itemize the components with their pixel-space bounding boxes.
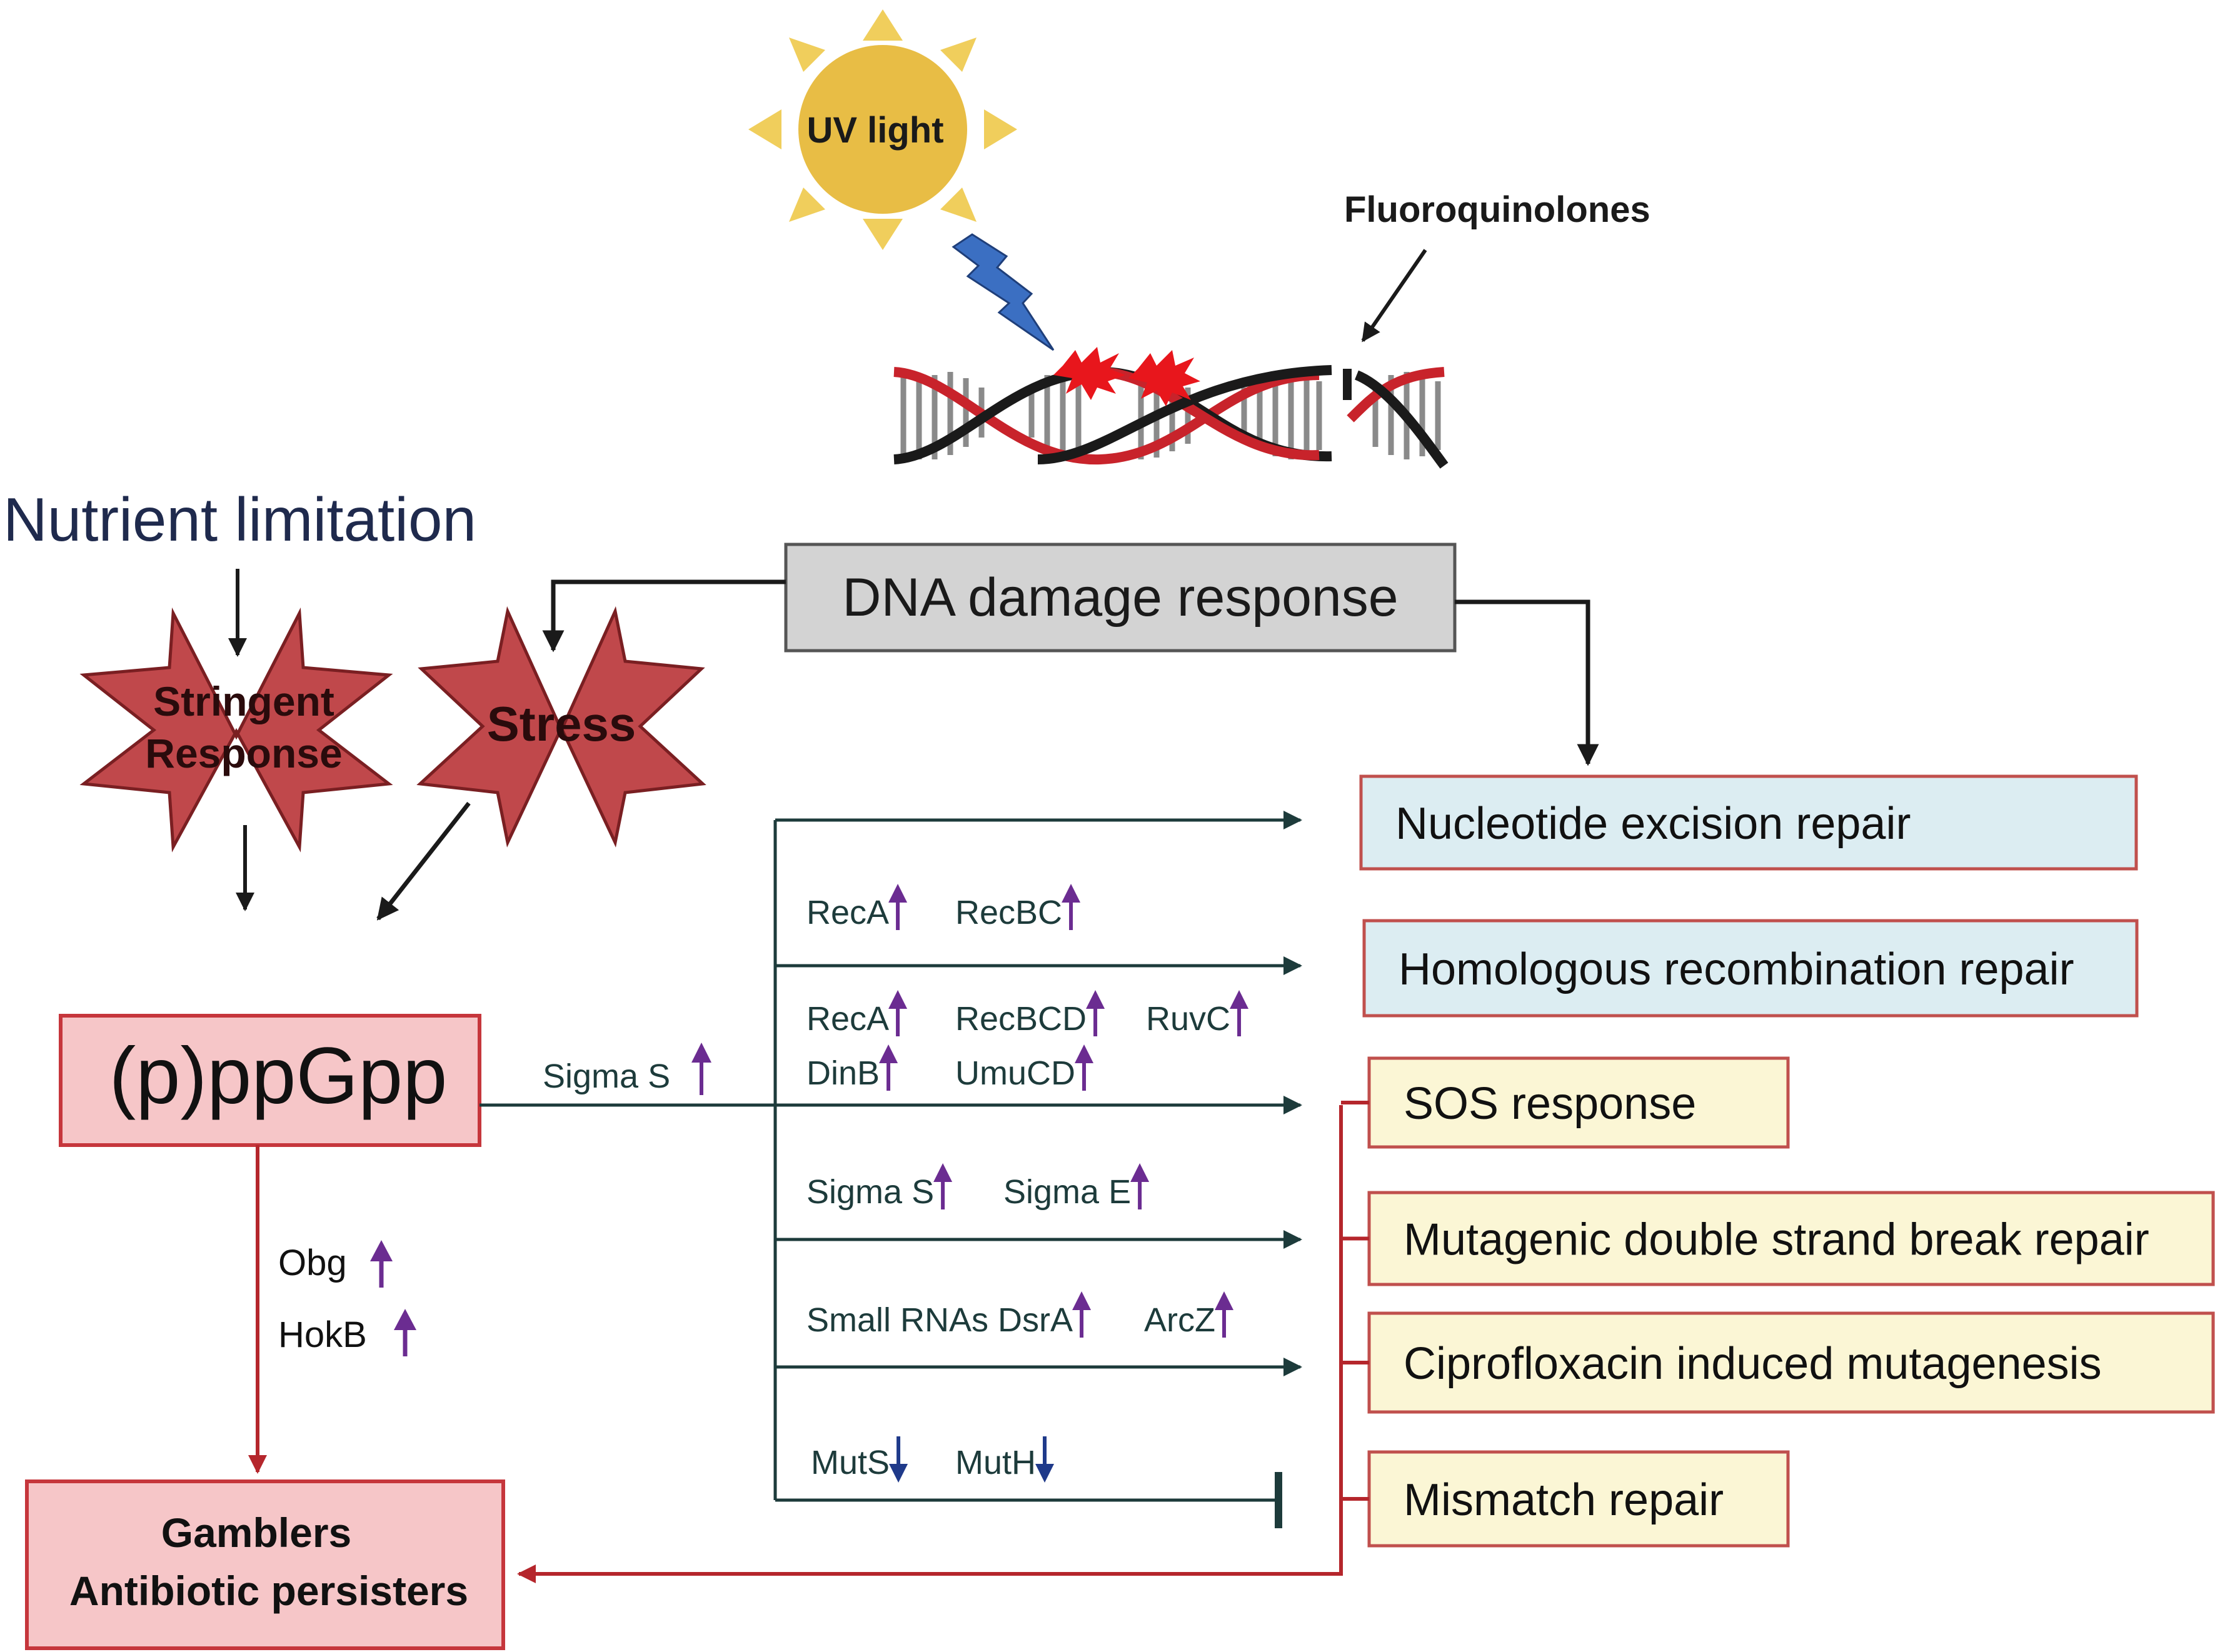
gamblers-label-line1: Gamblers (161, 1509, 351, 1556)
stress-star-icon (416, 606, 706, 848)
regulator-label: RecBCD (955, 1000, 1087, 1038)
regulator-label: MutH (955, 1444, 1036, 1481)
repair-box-label: Homologous recombination repair (1399, 944, 2074, 994)
regulator-label: Sigma E (1003, 1173, 1131, 1211)
repair-box-label: Mutagenic double strand break repair (1404, 1215, 2149, 1265)
regulator-label: UmuCD (955, 1054, 1075, 1092)
obg-up-arrowhead-icon (370, 1240, 393, 1261)
regulator-label: RecA (806, 894, 889, 931)
repair-box-label: SOS response (1404, 1079, 1696, 1129)
up-arrowhead-icon (1086, 990, 1105, 1009)
repair-box (1367, 1450, 1790, 1548)
regulator-label: RecBC (955, 894, 1062, 931)
ppgpp-label: (p)ppGpp (109, 1031, 448, 1121)
up-arrowhead-icon (1062, 884, 1081, 903)
regulator-label: Small RNAs DsrA (806, 1301, 1073, 1339)
repair-box (1359, 774, 2138, 871)
up-arrowhead-icon (933, 1163, 953, 1182)
lightning-bolt-icon (952, 233, 1055, 351)
hokb-up-arrowhead-icon (394, 1309, 416, 1330)
dna-damage-response-box (784, 543, 1457, 653)
up-arrowhead-icon (879, 1044, 898, 1063)
sigma-s-main-up-arrowhead-icon (691, 1043, 711, 1063)
dna-damage-burst-icon (1053, 347, 1125, 400)
gamblers-box (25, 1479, 505, 1650)
up-arrowhead-icon (1075, 1044, 1094, 1063)
obg-label: Obg (278, 1243, 347, 1283)
up-arrowhead-icon (1130, 1163, 1150, 1182)
regulator-label: Sigma S (806, 1173, 934, 1211)
regulator-label: DinB (806, 1054, 880, 1092)
hokb-label: HokB (278, 1314, 367, 1355)
repair-box-label: Mismatch repair (1404, 1475, 1724, 1525)
gamblers-label-line2: Antibiotic persisters (69, 1568, 468, 1614)
uv-light-label: UV light (806, 110, 943, 151)
pathway-rows: RecA RecBC RecA RecBCD RuvC DinB UmuCD Sigma S S… (775, 811, 1302, 1528)
stress-to-ppgpp-arrow (376, 801, 471, 921)
dna-damage-burst-icon-2 (1128, 350, 1200, 406)
uv-sun-icon (748, 9, 1017, 250)
sigma-s-main-label: Sigma S (543, 1058, 670, 1095)
stringent-response-star-icon (79, 607, 393, 853)
stringent-label-line1: Stringent (153, 678, 334, 724)
fluoroquinolones-label: Fluoroquinolones (1344, 189, 1650, 230)
bracket-to-gamblers-arrow (517, 1105, 1343, 1583)
dna-damage-response-label: DNA damage response (842, 568, 1398, 628)
stringent-label-line2: Response (145, 730, 342, 776)
regulator-label: ArcZ (1144, 1301, 1215, 1339)
up-arrowhead-icon (1215, 1291, 1233, 1310)
up-arrowhead-icon (888, 884, 908, 903)
repair-box-label: Nucleotide excision repair (1395, 799, 1911, 849)
nutrient-limitation-label: Nutrient limitation (3, 485, 476, 554)
up-arrowhead-icon (1072, 1291, 1092, 1310)
down-arrowhead-icon (1035, 1464, 1055, 1483)
regulator-label: RuvC (1146, 1000, 1230, 1038)
damage-to-ner-arrow (1455, 599, 1599, 766)
regulator-label: MutS (811, 1444, 890, 1481)
up-arrowhead-icon (1230, 990, 1249, 1009)
up-arrowhead-icon (888, 990, 908, 1009)
damage-to-stress-arrow (542, 579, 786, 653)
down-arrowhead-icon (889, 1464, 908, 1483)
regulator-label: RecA (806, 1000, 889, 1038)
repair-box-label: Ciprofloxacin induced mutagenesis (1404, 1339, 2102, 1389)
repair-box (1367, 1056, 1790, 1149)
stress-label: Stress (487, 696, 636, 751)
repair-box (1362, 919, 2139, 1018)
fluoroquinolones-arrow (1361, 249, 1427, 343)
repair-box (1367, 1311, 2215, 1414)
ppgpp-box (59, 1014, 481, 1147)
